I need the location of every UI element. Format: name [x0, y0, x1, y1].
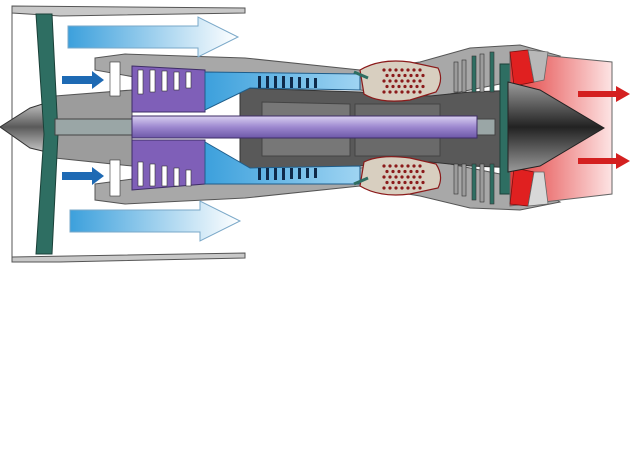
combustor-hole — [385, 85, 388, 88]
combustor-hole — [409, 181, 412, 184]
combustor-hole — [382, 186, 385, 189]
combustor-hole — [412, 175, 415, 178]
combustor-hole — [382, 164, 385, 167]
combustor-hole — [403, 74, 406, 77]
combustor-hole — [397, 181, 400, 184]
combustor-hole — [412, 79, 415, 82]
combustor-hole — [403, 181, 406, 184]
shaft — [132, 116, 477, 138]
combustor-hole — [388, 68, 391, 71]
fan-stator-top — [110, 62, 120, 96]
combustor-hole — [400, 175, 403, 178]
combustor-hole — [397, 170, 400, 173]
combustor-hole — [385, 170, 388, 173]
combustor-hole — [391, 74, 394, 77]
combustor-hole — [391, 181, 394, 184]
combustor-hole — [421, 181, 424, 184]
combustor-hole — [397, 74, 400, 77]
combustor-top — [354, 61, 441, 101]
combustor-hole — [418, 186, 421, 189]
combustor-hole — [412, 186, 415, 189]
combustor-hole — [400, 186, 403, 189]
combustor-hole — [382, 175, 385, 178]
combustor-hole — [400, 68, 403, 71]
combustor-hole — [391, 170, 394, 173]
combustor-hole — [388, 164, 391, 167]
combustor-hole — [421, 74, 424, 77]
combustor-hole — [406, 186, 409, 189]
combustor-hole — [418, 164, 421, 167]
combustor-hole — [421, 170, 424, 173]
combustor-hole — [415, 181, 418, 184]
combustor-hole — [412, 90, 415, 93]
combustor-hole — [406, 164, 409, 167]
combustor-hole — [406, 79, 409, 82]
combustor-hole — [415, 74, 418, 77]
combustor-hole — [400, 79, 403, 82]
combustor-bottom-can — [360, 157, 441, 195]
bypass-arrow-bottom — [70, 201, 240, 241]
combustor-hole — [385, 181, 388, 184]
combustor-hole — [382, 68, 385, 71]
combustor-hole — [394, 79, 397, 82]
combustor-hole — [418, 175, 421, 178]
combustor-hole — [394, 175, 397, 178]
combustor-hole — [409, 85, 412, 88]
combustor-hole — [412, 68, 415, 71]
combustor-hole — [403, 170, 406, 173]
combustor-hole — [406, 68, 409, 71]
combustor-hole — [391, 85, 394, 88]
combustor-hole — [382, 79, 385, 82]
combustor-hole — [415, 170, 418, 173]
combustor-hole — [412, 164, 415, 167]
combustor-hole — [406, 175, 409, 178]
combustor-hole — [418, 79, 421, 82]
combustor-hole — [421, 85, 424, 88]
combustor-hole — [388, 186, 391, 189]
combustor-hole — [406, 90, 409, 93]
combustor-hole — [388, 175, 391, 178]
combustor-hole — [382, 90, 385, 93]
combustor-hole — [394, 186, 397, 189]
fan-stator-bottom — [110, 160, 120, 196]
core-arrow-bottom — [62, 167, 104, 185]
combustor-hole — [418, 90, 421, 93]
combustor-hole — [409, 74, 412, 77]
core-arrow-top — [62, 71, 104, 89]
combustor-hole — [400, 90, 403, 93]
combustor-hole — [394, 68, 397, 71]
combustor-bottom — [354, 157, 441, 195]
combustor-hole — [385, 74, 388, 77]
combustor-hole — [409, 170, 412, 173]
combustor-hole — [400, 164, 403, 167]
combustor-hole — [403, 85, 406, 88]
combustor-hole — [415, 85, 418, 88]
combustor-hole — [388, 79, 391, 82]
bypass-arrow-top — [68, 17, 238, 57]
combustor-hole — [418, 68, 421, 71]
combustor-hole — [397, 85, 400, 88]
combustor-hole — [394, 90, 397, 93]
combustor-hole — [394, 164, 397, 167]
combustor-hole — [388, 90, 391, 93]
